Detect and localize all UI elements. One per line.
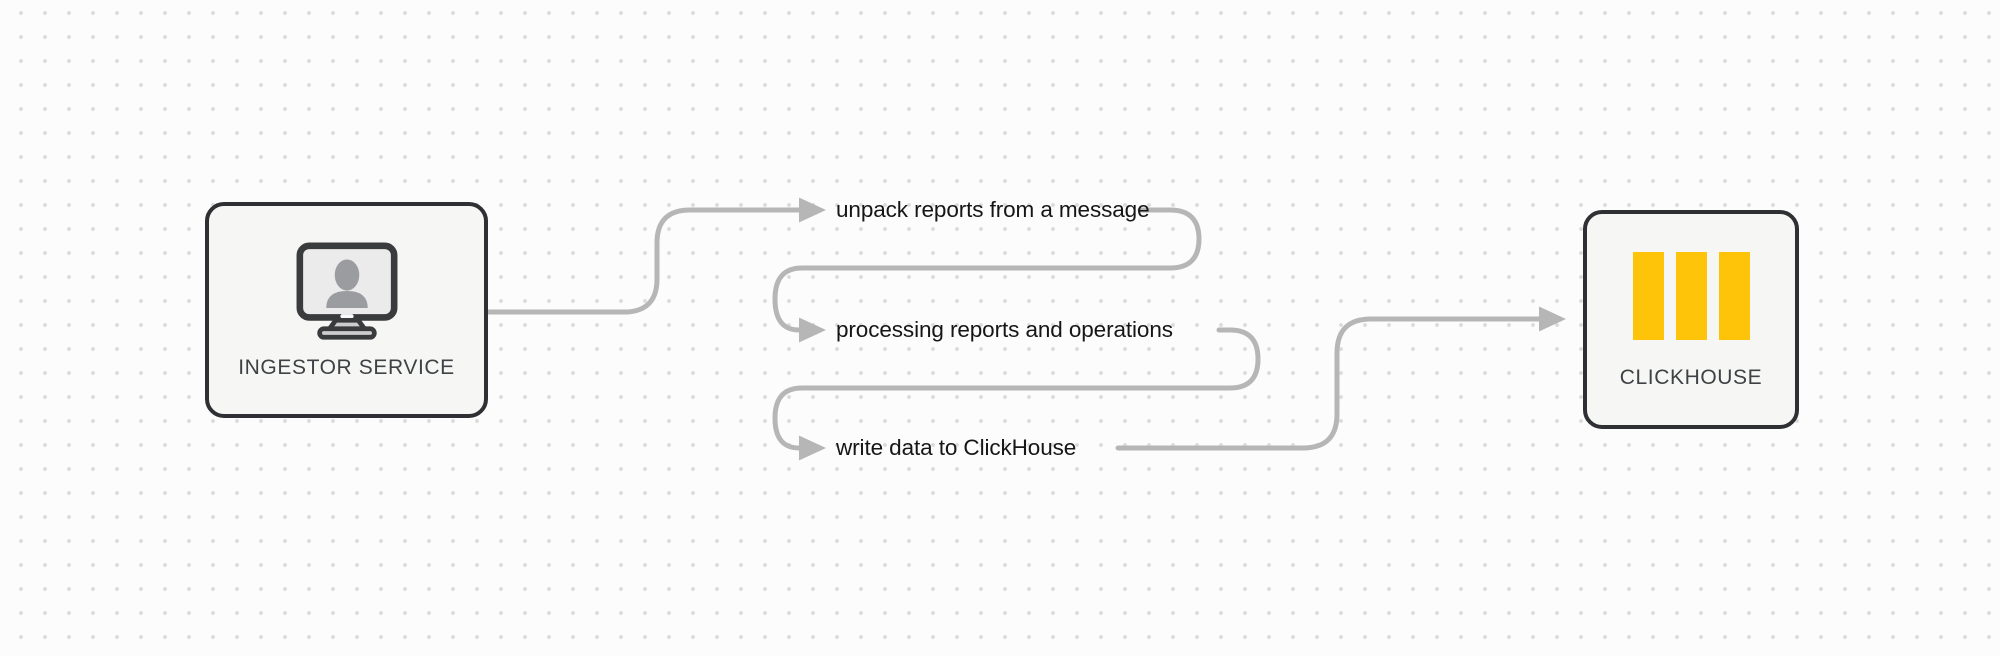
step-label-processing-reports: processing reports and operations [836, 316, 1173, 342]
arrowhead-step3 [799, 435, 826, 461]
clickhouse-bars-logo-icon [1632, 251, 1750, 340]
clickhouse-label: CLICKHOUSE [1619, 365, 1763, 389]
clickhouse-bar [1718, 251, 1750, 340]
connector-step3-to-clickhouse [1115, 306, 1566, 451]
clickhouse-bar [1632, 251, 1664, 340]
clickhouse-bar [1675, 251, 1707, 340]
node-clickhouse: CLICKHOUSE [1583, 210, 1799, 429]
connector-ingestor-to-step1 [486, 197, 826, 315]
node-ingestor-service: INGESTOR SERVICE [205, 202, 488, 418]
step-label-write-data: write data to ClickHouse [836, 434, 1077, 460]
arrowhead-step2 [799, 317, 826, 343]
arrowhead-clickhouse [1539, 306, 1566, 332]
step-label-unpack-reports: unpack reports from a message [836, 196, 1150, 222]
ingestor-service-label: INGESTOR SERVICE [238, 356, 455, 379]
monitor-user-icon [296, 242, 397, 340]
arrowhead-step1 [799, 197, 826, 223]
